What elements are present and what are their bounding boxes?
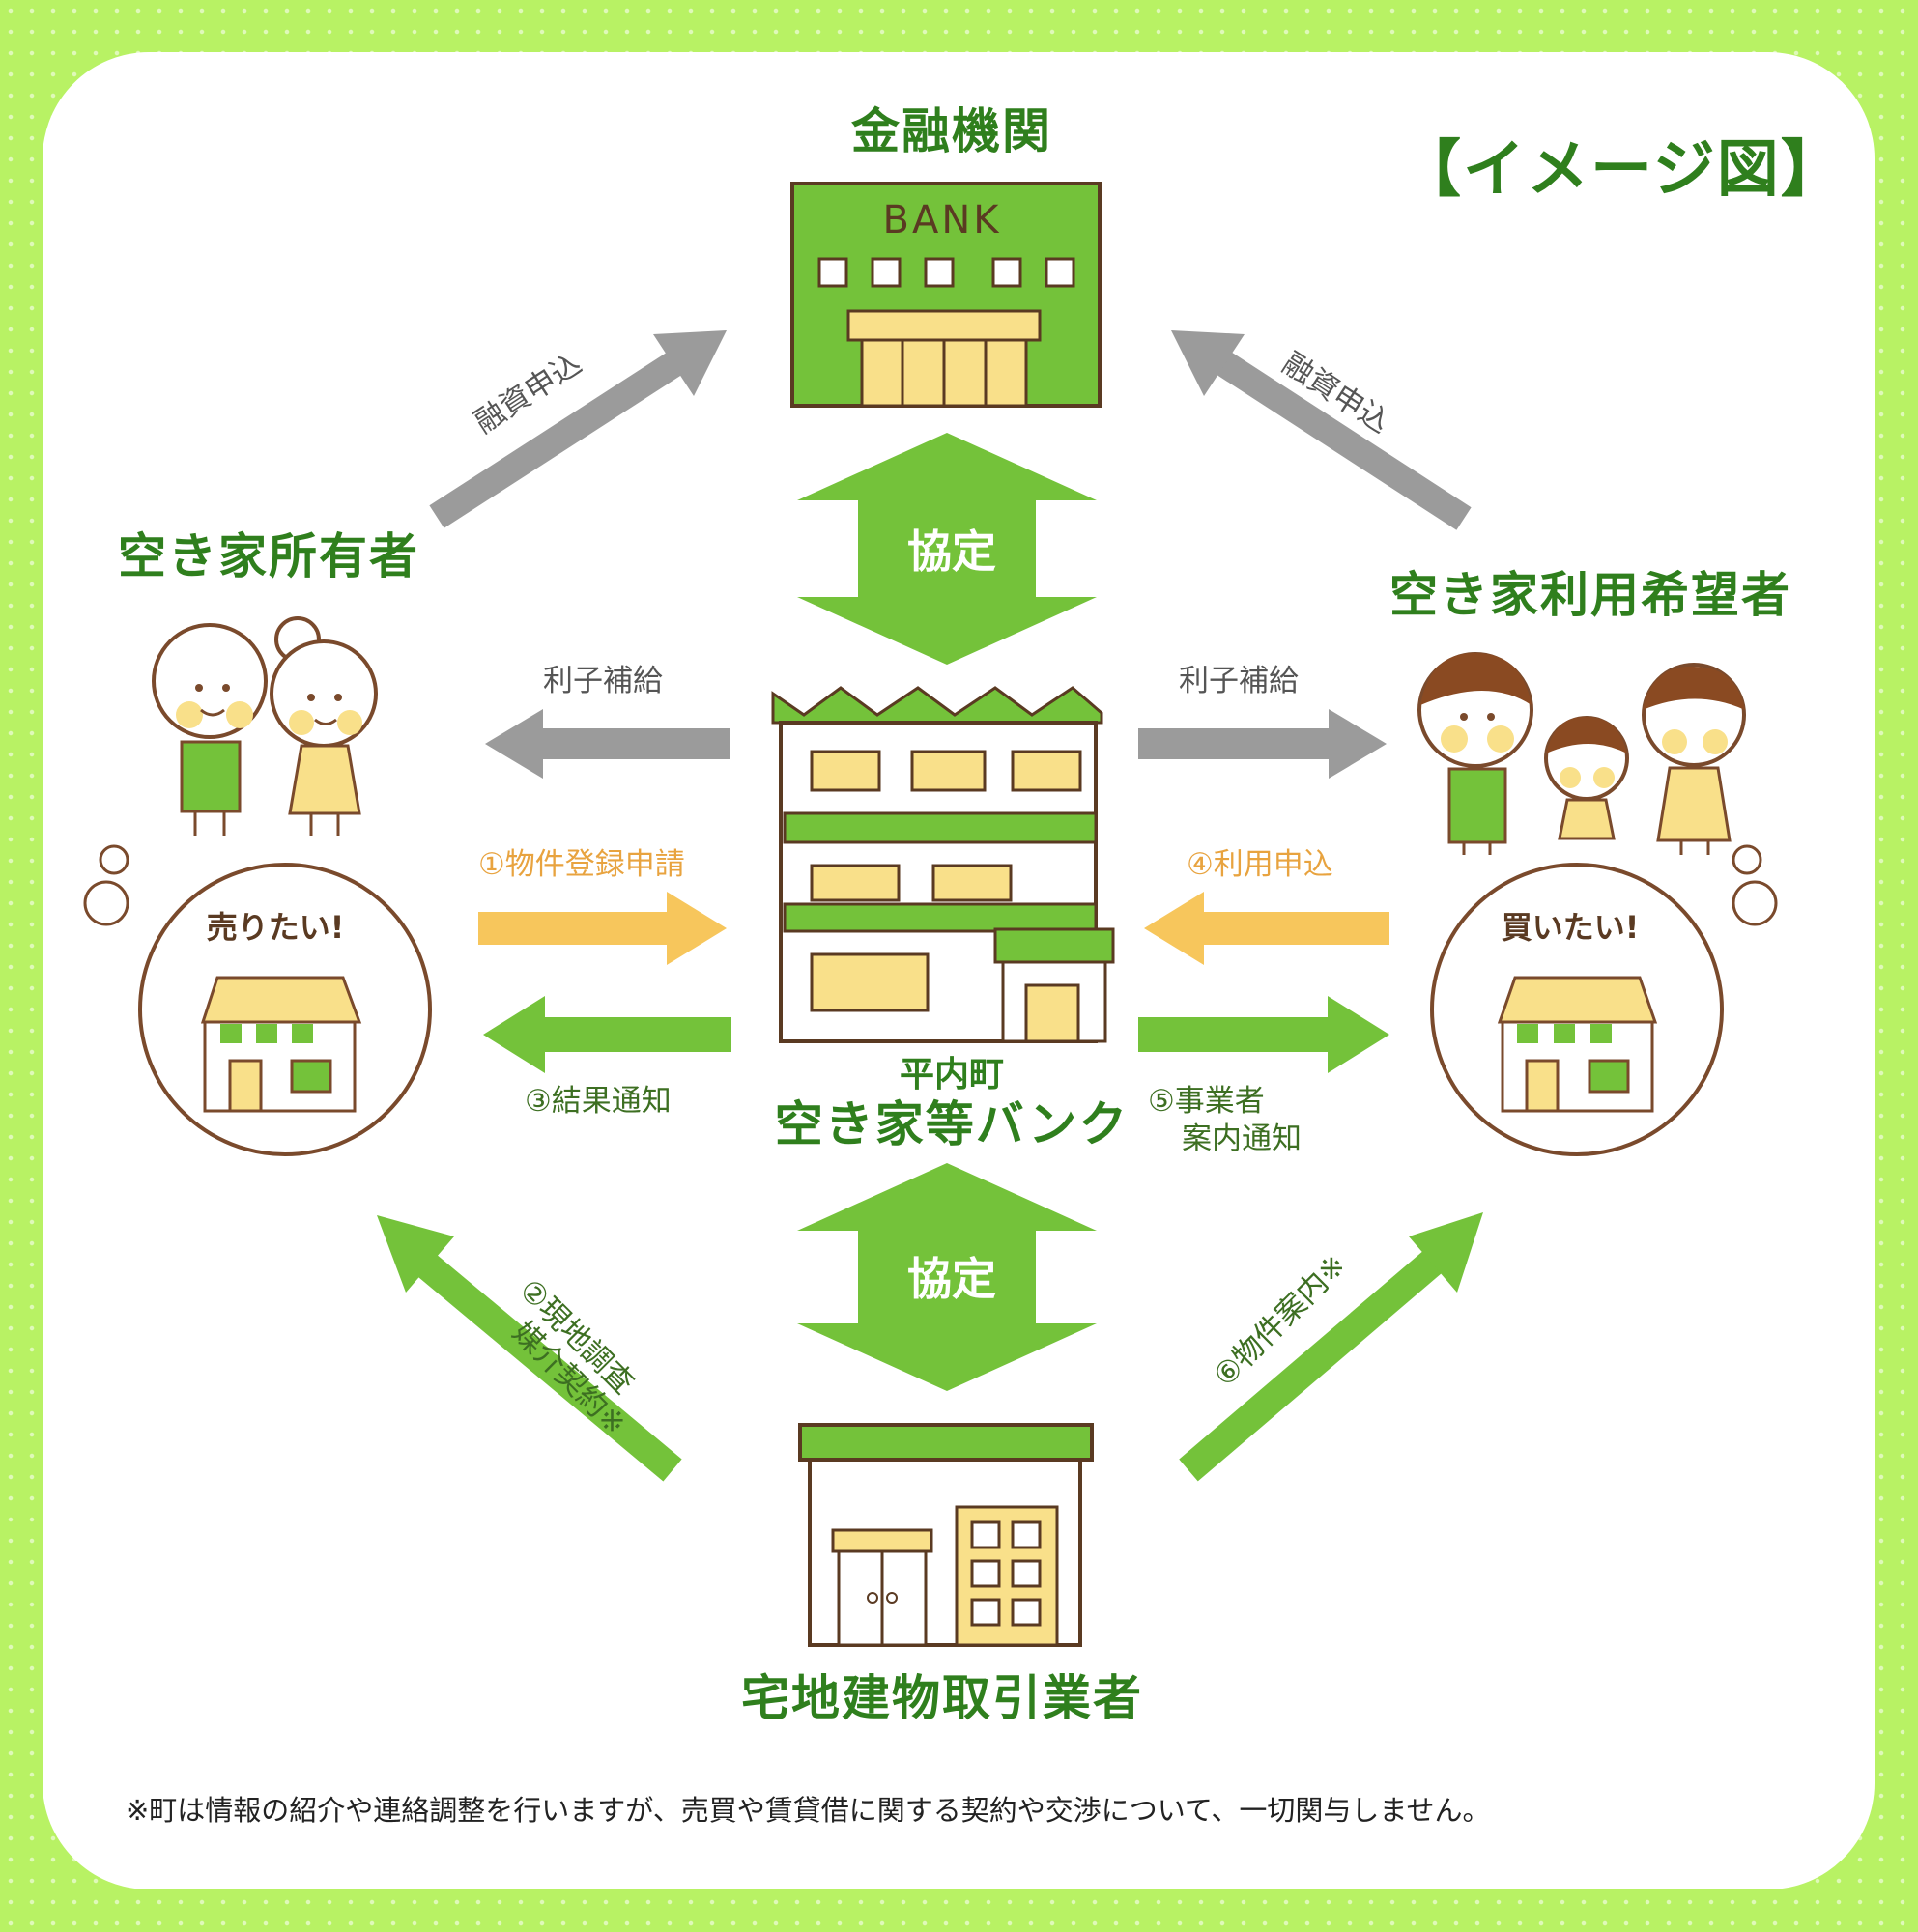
subsidy-arrow-left [485, 709, 730, 779]
subsidy-label-right: 利子補給 [1179, 664, 1299, 698]
loan-arrow-right [1171, 330, 1472, 530]
realtor-building-icon [798, 1423, 1094, 1647]
realtor-label: 宅地建物取引業者 [741, 1670, 1143, 1726]
step5-label-line2: 案内通知 [1182, 1122, 1302, 1156]
step6-arrow [1179, 1212, 1483, 1482]
thought-owner-text: 売りたい! [206, 909, 345, 946]
step1-label: ①物件登録申請 [478, 847, 685, 882]
agreement-arrow-top [797, 433, 1097, 665]
step1-arrow [478, 892, 727, 965]
agreement-arrow-bottom [797, 1163, 1097, 1391]
step5-arrow [1138, 996, 1389, 1073]
subsidy-arrow-right [1138, 709, 1387, 779]
thought-user-text: 買いたい! [1501, 909, 1640, 946]
owner-label: 空き家所有者 [118, 528, 419, 584]
bank-label: 金融機関 [851, 103, 1052, 159]
step3-arrow [483, 996, 731, 1073]
diagram-title: 【イメージ図】 [1399, 134, 1845, 206]
step3-label: ③結果通知 [525, 1084, 672, 1119]
subsidy-label-left: 利子補給 [543, 664, 663, 698]
step2-arrow [377, 1215, 682, 1482]
user-thought-bubble [1430, 844, 1778, 1156]
agreement-label-top: 協定 [907, 526, 996, 578]
footnote: ※町は情報の紹介や連絡調整を行いますが、売買や賃貸借に関する契約や交渉について、… [126, 1794, 1491, 1827]
bank-sign: BANK [882, 198, 1002, 242]
bank-building-icon [790, 182, 1102, 408]
akiya-bank-label: 空き家等バンク [774, 1096, 1130, 1152]
owner-thought-bubble [83, 844, 432, 1156]
loan-arrow-left [429, 330, 727, 528]
akiya-bank-town: 平内町 [899, 1055, 1005, 1094]
step4-arrow [1144, 892, 1389, 965]
step5-label-line1: ⑤事業者 [1148, 1084, 1265, 1119]
step4-label: ④利用申込 [1187, 847, 1333, 882]
user-label: 空き家利用希望者 [1389, 567, 1791, 623]
owner-people-icon [152, 616, 378, 836]
user-people-icon [1417, 652, 1746, 855]
akiya-bank-building-icon [771, 686, 1115, 1043]
agreement-label-bottom: 協定 [907, 1253, 996, 1305]
